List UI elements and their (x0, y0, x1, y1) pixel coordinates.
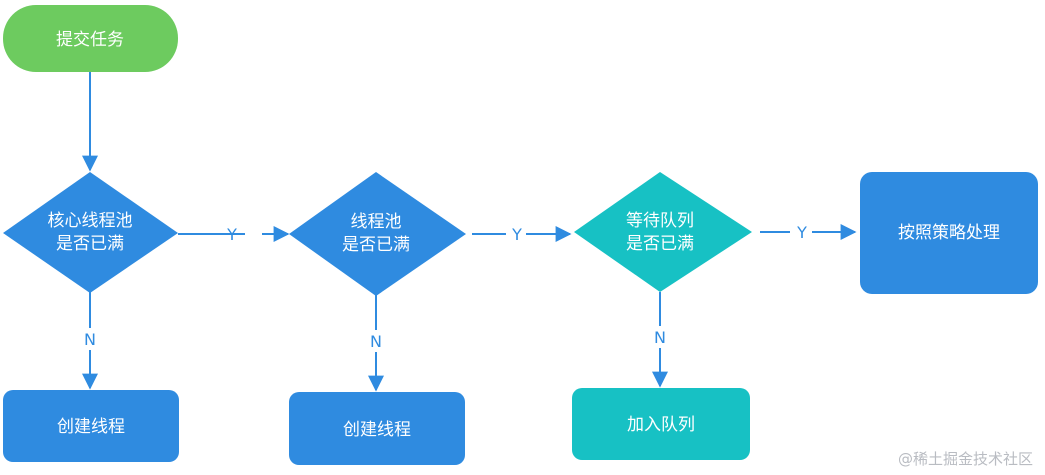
apply-policy-label: 按照策略处理 (898, 223, 1000, 243)
edge-label-no-2: N (370, 332, 382, 351)
edge-label-yes-2: Y (511, 225, 522, 244)
watermark: @稀土掘金技术社区 (897, 450, 1033, 468)
pool-full-line2: 是否已满 (342, 235, 410, 255)
edge-label-yes-1: Y (226, 225, 237, 244)
process-create-thread-1: 创建线程 (3, 390, 179, 462)
add-to-queue-label: 加入队列 (627, 415, 695, 435)
core-pool-full-line1: 核心线程池 (48, 211, 133, 231)
edges (82, 72, 857, 392)
queue-full-line2: 是否已满 (626, 234, 694, 254)
decision-queue-full: 等待队列 是否已满 (574, 172, 752, 292)
process-create-thread-2: 创建线程 (289, 392, 465, 465)
process-add-to-queue: 加入队列 (572, 388, 750, 460)
process-apply-policy: 按照策略处理 (860, 172, 1038, 294)
queue-full-line1: 等待队列 (626, 211, 694, 231)
create-thread-1-label: 创建线程 (57, 417, 125, 437)
decision-core-pool-full: 核心线程池 是否已满 (3, 172, 178, 293)
edge-label-yes-3: Y (796, 223, 807, 242)
decision-pool-full: 线程池 是否已满 (289, 172, 466, 296)
submit-task-label: 提交任务 (56, 30, 124, 50)
start-node-submit-task: 提交任务 (3, 5, 178, 72)
create-thread-2-label: 创建线程 (343, 420, 411, 440)
core-pool-full-line2: 是否已满 (56, 234, 124, 254)
edge-label-no-3: N (654, 328, 666, 347)
edge-label-no-1: N (84, 330, 96, 349)
pool-full-line1: 线程池 (351, 212, 402, 232)
